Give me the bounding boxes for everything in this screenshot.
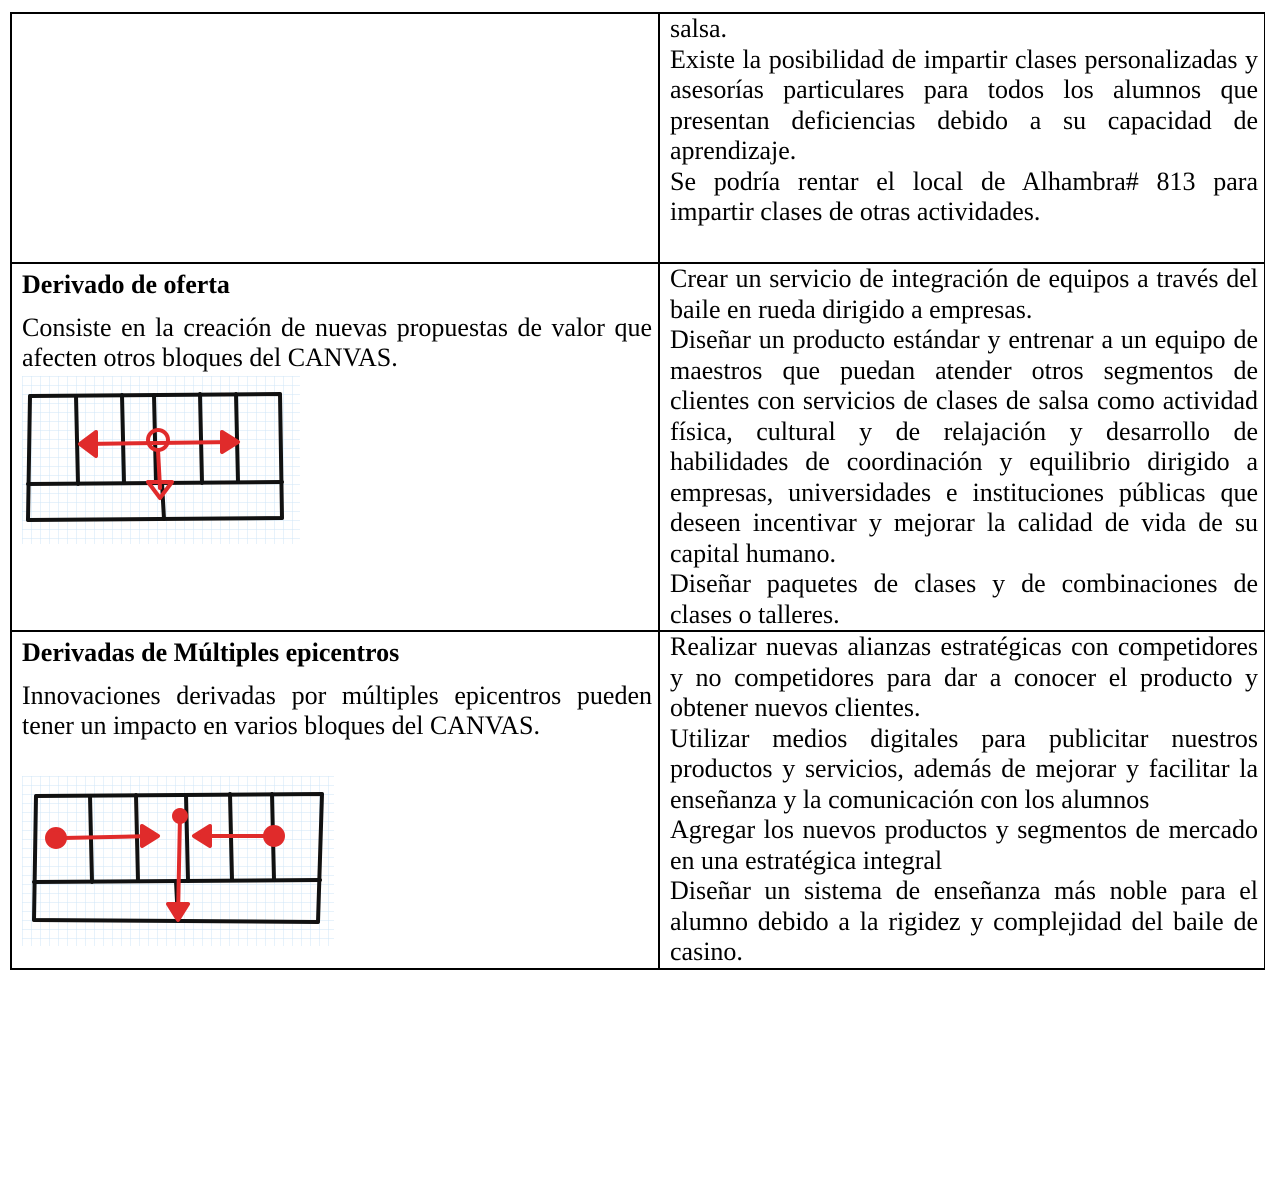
row2-para-2: Utilizar medios digitales para publicita… <box>670 723 1258 814</box>
table-row: Derivado de oferta Consiste en la creaci… <box>10 262 1265 632</box>
table-row: salsa. Existe la posibilidad de impartir… <box>10 12 1265 264</box>
row0-left-cell <box>10 12 660 264</box>
row1-right-cell: Crear un servicio de integración de equi… <box>658 262 1265 632</box>
row0-para-1: salsa. <box>670 14 728 43</box>
row1-title: Derivado de oferta <box>22 270 230 299</box>
row0-para-3: Se podría rentar el local de Alhambra# 8… <box>670 166 1258 227</box>
row2-para-4: Diseñar un sistema de enseñanza más nobl… <box>670 876 1258 966</box>
row1-desc: Consiste en la creación de nuevas propue… <box>22 312 652 373</box>
row2-desc: Innovaciones derivadas por múltiples epi… <box>22 680 652 741</box>
row1-left-cell: Derivado de oferta Consiste en la creaci… <box>10 262 660 632</box>
epicenter-table: salsa. Existe la posibilidad de impartir… <box>10 12 1265 970</box>
row2-para-1: Realizar nuevas alianzas estratégicas co… <box>670 632 1258 722</box>
row1-para-1: Crear un servicio de integración de equi… <box>670 264 1258 324</box>
row2-para-3: Agregar los nuevos productos y segmentos… <box>670 815 1258 875</box>
table-row: Derivadas de Múltiples epicentros Innova… <box>10 630 1265 970</box>
row0-right-cell: salsa. Existe la posibilidad de impartir… <box>658 12 1265 264</box>
row2-left-cell: Derivadas de Múltiples epicentros Innova… <box>10 630 660 970</box>
row2-right-cell: Realizar nuevas alianzas estratégicas co… <box>658 630 1265 970</box>
multi-epicenter-canvas-diagram-icon <box>22 775 334 946</box>
offer-canvas-diagram-icon <box>22 375 300 544</box>
row1-para-3: Diseñar paquetes de clases y de combinac… <box>670 569 1258 629</box>
row2-title: Derivadas de Múltiples epicentros <box>22 638 400 667</box>
row0-para-2: Existe la posibilidad de impartir clases… <box>670 44 1258 166</box>
row1-para-2: Diseñar un producto estándar y entrenar … <box>670 325 1258 568</box>
